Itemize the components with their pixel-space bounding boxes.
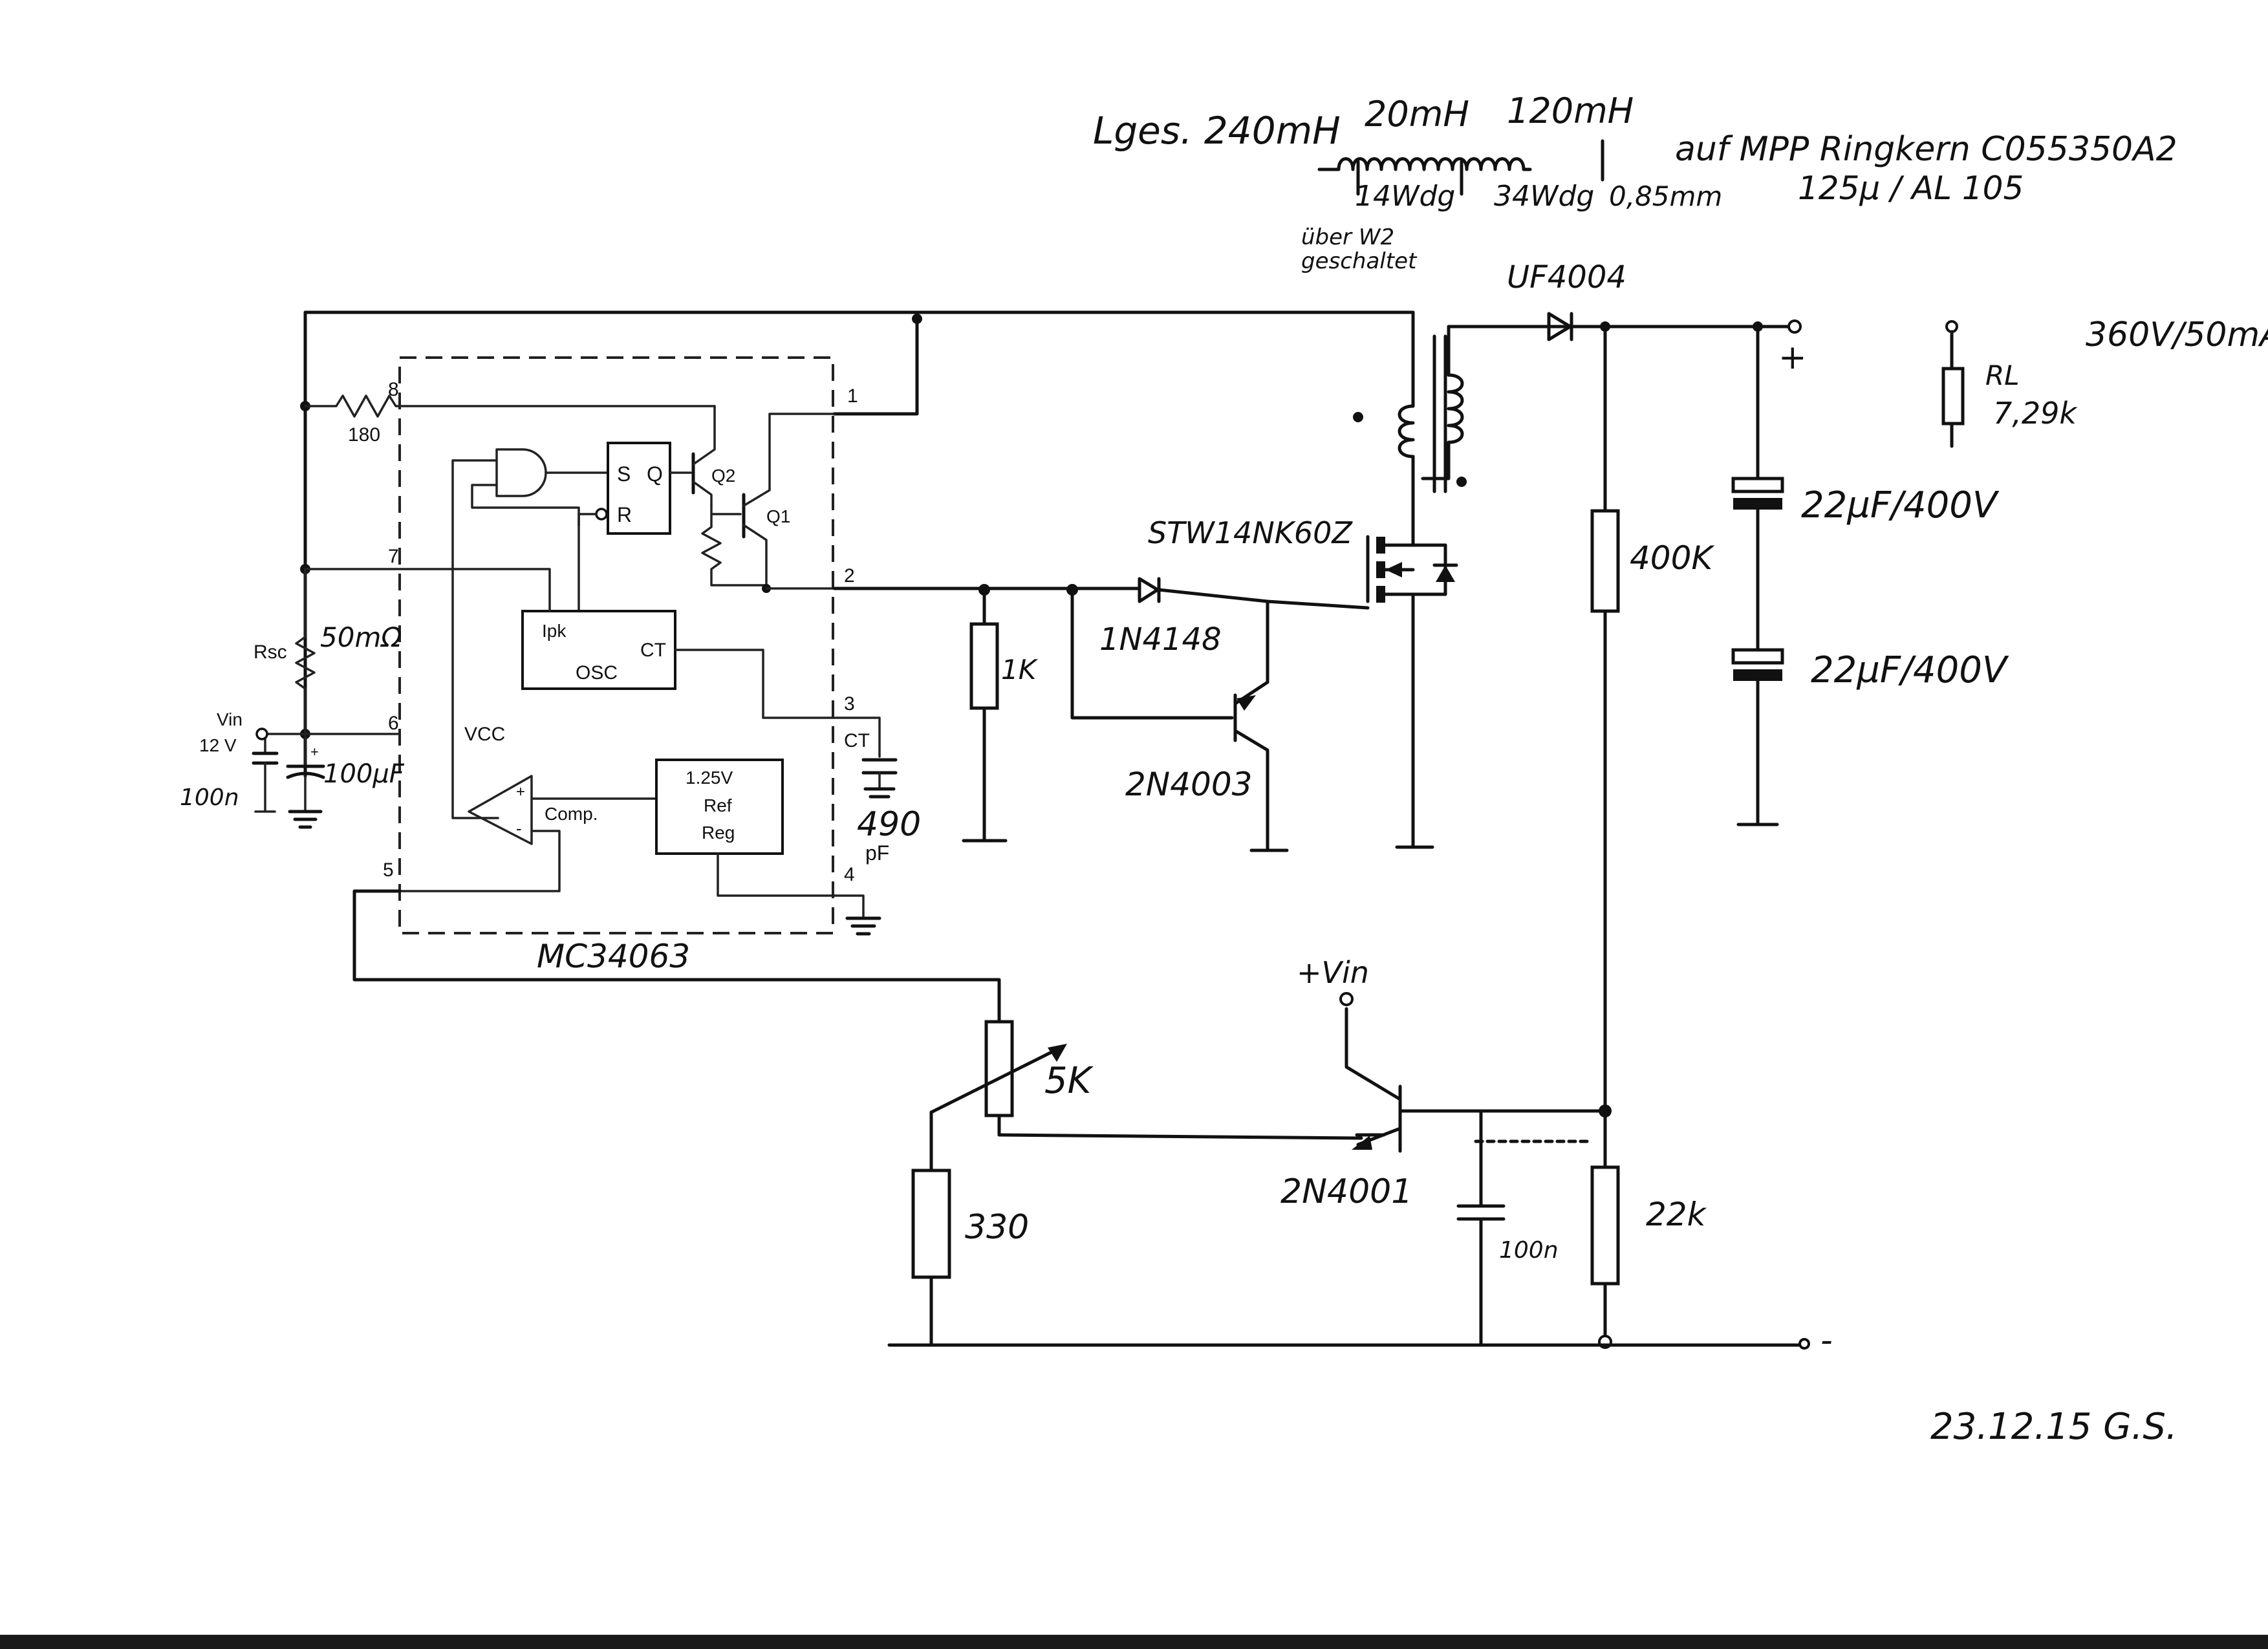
r-div-high-value: 400K (1630, 539, 1715, 577)
ref-volt: 1.25V (686, 768, 733, 788)
ic-pin-8: 8 (388, 379, 399, 400)
svg-text:+: + (310, 744, 319, 760)
output-section: UF4004 + 360V/50mA 400K 22k 22µF/400V 22… (887, 259, 2268, 1360)
sr-latch (607, 442, 671, 535)
sr-r: R (617, 503, 632, 526)
comp-plus: + (516, 783, 525, 801)
reg-label: Reg (702, 823, 735, 843)
comp-label: Comp. (545, 804, 598, 824)
feedback-section: 5K 330 +Vin 2N4001 100n (352, 889, 1607, 1347)
inductor-total: Lges. 240mH (1093, 109, 1341, 153)
ic-pin-7: 7 (388, 546, 399, 567)
q2-label: Q2 (711, 466, 735, 486)
c-fb-value: 100n (1499, 1237, 1559, 1264)
scan-edge (0, 1635, 2268, 1649)
vin-voltage: 12 V (199, 735, 237, 755)
r-div-low-value: 22k (1646, 1196, 1707, 1233)
inductor-wire: 0,85mm (1609, 180, 1722, 212)
vin-label: Vin (217, 709, 243, 729)
d-small-label: 1N4148 (1099, 621, 1222, 658)
output-minus: - (1820, 1321, 1833, 1360)
q1-label: Q1 (766, 506, 790, 526)
coil-sketch (1317, 157, 1532, 171)
inductor-note-2: geschaltet (1301, 248, 1418, 274)
output-plus: + (1778, 338, 1807, 377)
ic-pin-3: 3 (844, 693, 855, 715)
r-gate-value: 1K (1001, 654, 1039, 685)
osc-ipk: Ipk (542, 621, 567, 641)
sr-q: Q (647, 462, 663, 486)
cap2-value: 22µF/400V (1811, 649, 2009, 691)
c-in1-value: 100n (180, 784, 239, 811)
comp-minus: - (516, 819, 522, 838)
pot-value: 5K (1044, 1060, 1094, 1102)
ref-reg-block (655, 759, 784, 855)
ic-pin-6: 6 (388, 713, 399, 734)
osc-ct: CT (640, 640, 666, 661)
ic-name: MC34063 (537, 938, 690, 975)
ic-pin-1: 1 (847, 385, 858, 407)
q-fb-label: 2N4001 (1280, 1172, 1412, 1211)
r8-value: 180 (348, 424, 380, 446)
inductor-core-spec: 125µ / AL 105 (1798, 169, 2024, 207)
ct-value: 490 (857, 805, 921, 844)
inductor-seg1-turns: 14Wdg (1355, 180, 1455, 213)
ct-unit: pF (865, 841, 889, 865)
inductor-seg1-value: 20mH (1365, 94, 1469, 135)
ref-label: Ref (704, 795, 732, 815)
rsc-value: 50mΩ (320, 621, 402, 653)
inductor-core: auf MPP Ringkern C055350A2 (1675, 130, 2177, 169)
input-section: Rsc 50mΩ Vin 12 V 100n + 100µF (180, 568, 405, 829)
inductor-annotation: Lges. 240mH 20mH 120mH 14Wdg 34Wdg 0,85m… (1093, 91, 2177, 274)
vin-plus-label: +Vin (1297, 955, 1369, 990)
load-value: 7,29k (1993, 396, 2078, 431)
load-label: RL (1985, 360, 2020, 391)
rsc-label: Rsc (254, 641, 287, 663)
gate-drive: 1K 1N4148 2N4003 (832, 577, 1370, 852)
transformer-mosfet: STW14NK60Z (1148, 310, 1598, 849)
ic-pin-4: 4 (844, 864, 855, 885)
ct-ext-label: CT (844, 730, 870, 751)
vcc-label: VCC (464, 724, 505, 745)
cap1-value: 22µF/400V (1801, 484, 2000, 526)
r-fixed-value: 330 (965, 1208, 1029, 1247)
drawing-date: 23.12.15 G.S. (1930, 1406, 2177, 1448)
ic-boundary (398, 356, 834, 934)
inductor-seg2-value: 120mH (1507, 91, 1634, 131)
q-driver-label: 2N4003 (1125, 766, 1252, 803)
mosfet-label: STW14NK60Z (1148, 515, 1353, 550)
c-in2-value: 100µF (323, 759, 405, 789)
ct-capacitor: CT 490 pF (844, 730, 921, 865)
comparator (468, 775, 533, 845)
output-voltage: 360V/50mA (2086, 316, 2268, 354)
inductor-note-1: über W2 (1301, 224, 1394, 250)
diode-out-label: UF4004 (1507, 259, 1626, 296)
osc-label: OSC (576, 662, 618, 684)
and-gate (495, 448, 547, 497)
ic-pin-5: 5 (383, 859, 394, 881)
sr-s: S (617, 462, 631, 486)
ic-mc34063: MC34063 8 1 7 2 6 3 5 4 180 S Q R Q2 (304, 356, 881, 975)
inductor-seg2-turns: 34Wdg (1494, 180, 1594, 213)
ic-pin-2: 2 (844, 565, 855, 587)
